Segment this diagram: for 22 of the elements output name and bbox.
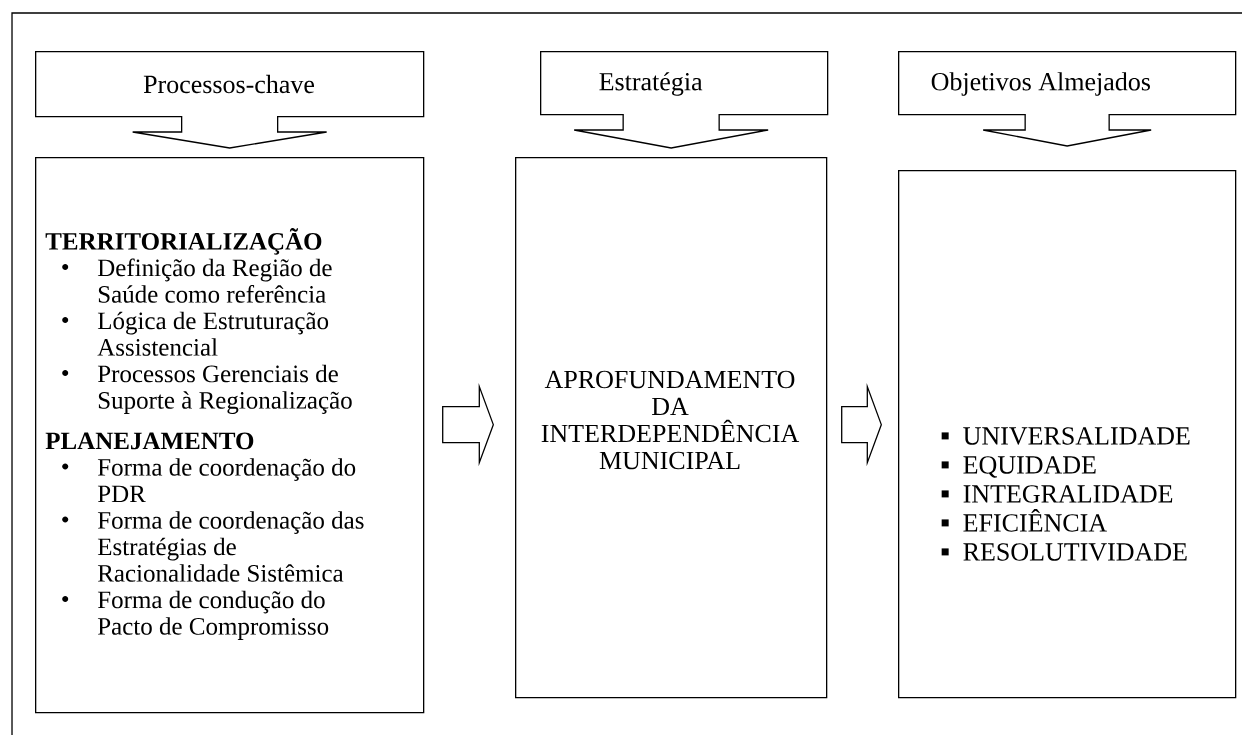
bullet-item: Processos Gerenciais de Suporte à Regionalização (62, 364, 352, 414)
block-arrow (982, 113, 1152, 147)
bullet-item: Lógica de Estruturação Assistencial (62, 311, 329, 356)
bullet-item: Forma de coordenação do PDR (62, 458, 356, 503)
block-arrow (442, 383, 494, 467)
bullet-item: Forma de condução do Pacto de Compromisso (62, 590, 329, 640)
block-arrow (573, 113, 769, 149)
block-arrow (132, 115, 328, 149)
bullet-item: UNIVERSALIDADE (941, 427, 1190, 445)
box-text: APROFUNDAMENTO DA INTERDEPENDÊNCIA MUNICIPAL (541, 370, 800, 470)
bullet-item: INTEGRALIDADE (941, 485, 1173, 503)
block-arrow (841, 383, 882, 467)
bullet-item: Forma de coordenação das Estratégias de Racionalidade Sistêmica (62, 511, 364, 582)
section-heading: TERRITORIALIZAÇÃO (45, 228, 322, 255)
bullet-item: EFICIÊNCIA (941, 509, 1107, 532)
header-text: Estratégia (599, 72, 703, 96)
header-text: Processos-chave (143, 74, 314, 94)
section-heading: PLANEJAMENTO (45, 432, 254, 450)
header-text: Objetivos Almejados (931, 72, 1150, 96)
bullet-item: RESOLUTIVIDADE (941, 543, 1187, 561)
bullet-item: EQUIDADE (941, 456, 1096, 478)
bullet-item: Definição da Região de Saúde como referência (62, 258, 332, 303)
